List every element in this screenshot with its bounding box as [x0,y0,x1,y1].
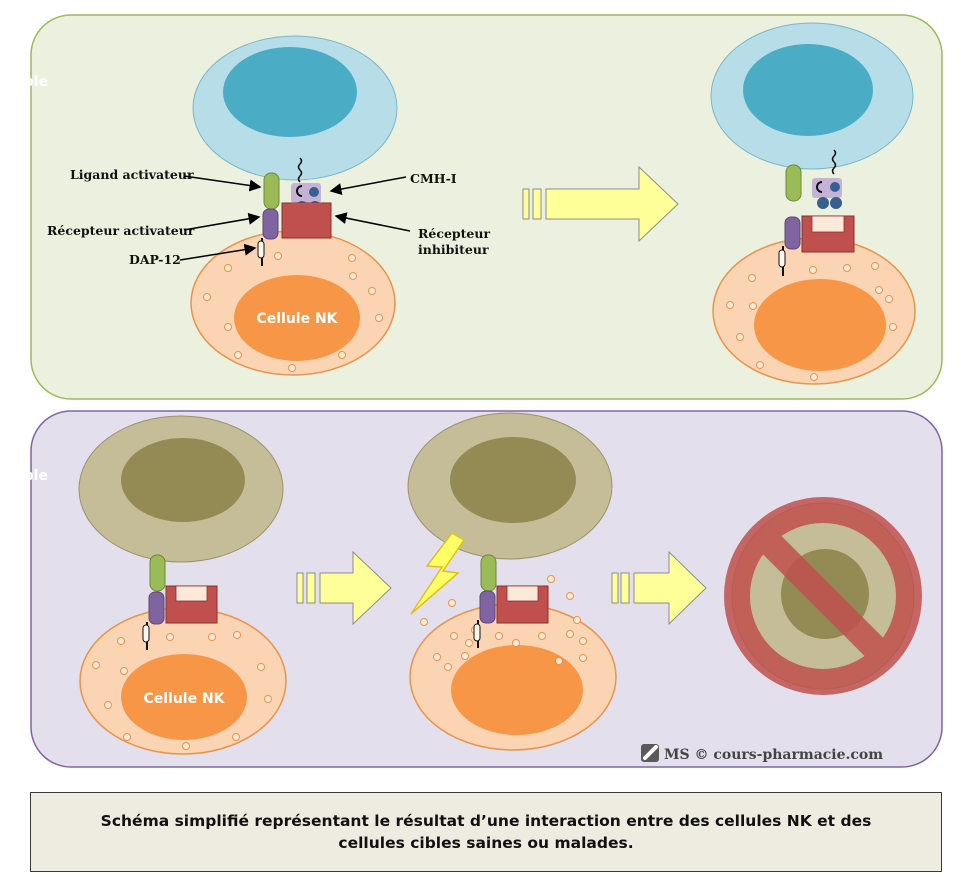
peptide [297,157,303,183]
healthy-target-cell-label: Cellule ciblesaine [0,74,48,109]
healthy-interaction-initial: Cellule ciblesaine Cellule NK [0,35,398,376]
label-dap12: DAP-12 [129,252,181,267]
figure-caption: Schéma simplifié représentant le résulta… [30,792,942,872]
diseased-interaction-activation [407,412,617,751]
healthy-target-nucleus [223,47,357,137]
lightning-icon [410,532,466,615]
activating-ligand [263,172,280,210]
nk-nucleus [234,275,360,361]
label-mhc1: CMH-I [410,171,457,186]
diseased-interaction-initial: Cellule ciblemalade Cellule NK [0,415,287,755]
label-activating-ligand: Ligand activateur [70,167,194,182]
svg-text:MS © cours-pharmacie.com: MS © cours-pharmacie.com [664,747,883,763]
dap12-adaptor [257,240,265,259]
healthy-interaction-result [710,22,916,385]
diseased-target-nucleus [121,438,245,522]
activating-receptor [262,208,279,240]
svg-text:Cellule ciblemalade: Cellule ciblemalade [0,468,48,503]
transition-arrow-top [522,165,679,243]
prohibited-icon [724,497,922,695]
diseased-target-cell-label: Cellule ciblemalade [0,468,48,503]
svg-text:Cellule ciblesaine: Cellule ciblesaine [0,74,48,109]
transition-arrow-bottom-1 [296,550,392,626]
nk-cell-label-bottom: Cellule NK [143,691,225,707]
watermark: MS © cours-pharmacie.com [641,744,883,763]
nk-granules [203,252,383,372]
nk-cell-label: Cellule NK [256,311,338,327]
destroyed-target-cell [724,497,922,695]
label-activating-receptor: Récepteur activateur [47,223,195,238]
transition-arrow-bottom-2 [611,550,707,626]
